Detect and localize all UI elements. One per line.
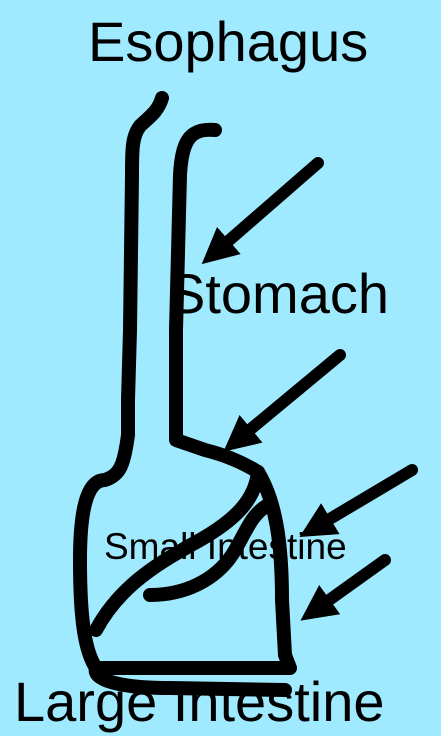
stomach-arrow	[240, 355, 340, 438]
esophagus-arrow	[218, 163, 318, 250]
large-intestine-arrow	[318, 560, 385, 608]
small-intestine-arrow	[318, 470, 412, 526]
organ-outline-left	[80, 98, 162, 668]
organ-outline-right	[176, 130, 258, 472]
small-intestine-coil	[150, 505, 268, 595]
